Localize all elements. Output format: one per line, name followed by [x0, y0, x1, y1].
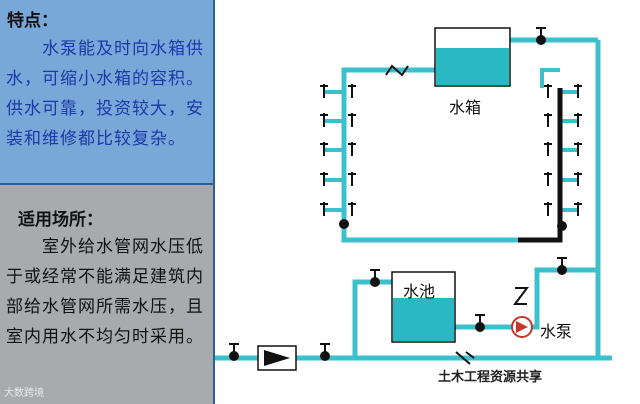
meter-icon [257, 345, 297, 371]
application-text: 室外给水管网水压低于或经常不能满足建筑内部给水管网所需水压，且室内用水不均匀时采… [6, 237, 204, 347]
watermark-left: 大数跨境 [4, 388, 44, 399]
feature-text: 水泵能及时向水箱供水，可缩小水箱的容积。供水可靠，投资较大，安装和维修都比较复杂… [6, 39, 204, 149]
pump-label: 水泵 [540, 322, 573, 341]
faucet-icons-right [544, 84, 582, 216]
water-pool [391, 271, 456, 343]
application-heading: 适用场所： [18, 210, 103, 230]
pool-inlet-pipe [352, 279, 392, 358]
check-valve-icons [385, 64, 529, 365]
pump-icon [511, 316, 533, 338]
feature-heading: 特点： [7, 11, 58, 31]
faucet-icons-left [320, 84, 356, 216]
right-branch-pipes [560, 90, 578, 212]
water-tank [434, 27, 511, 87]
watermark-right: 土木工程资源共享 [436, 366, 545, 385]
tank-label: 水箱 [449, 98, 482, 117]
pool-label: 水池 [403, 282, 436, 301]
application-panel: 适用场所： 室外给水管网水压低于或经常不能满足建筑内部给水管网所需水压，且室内用… [0, 185, 215, 404]
bypass-pipe [478, 270, 601, 361]
feature-panel: 特点： 水泵能及时向水箱供水，可缩小水箱的容积。供水可靠，投资较大，安装和维修都… [0, 0, 215, 185]
black-riser [518, 88, 563, 243]
distribution-loop-pipe [341, 67, 518, 243]
valve-icons [229, 27, 567, 361]
pipe-network [215, 37, 612, 361]
pump-discharge-pipe [532, 267, 598, 330]
left-branch-pipes [324, 90, 344, 212]
